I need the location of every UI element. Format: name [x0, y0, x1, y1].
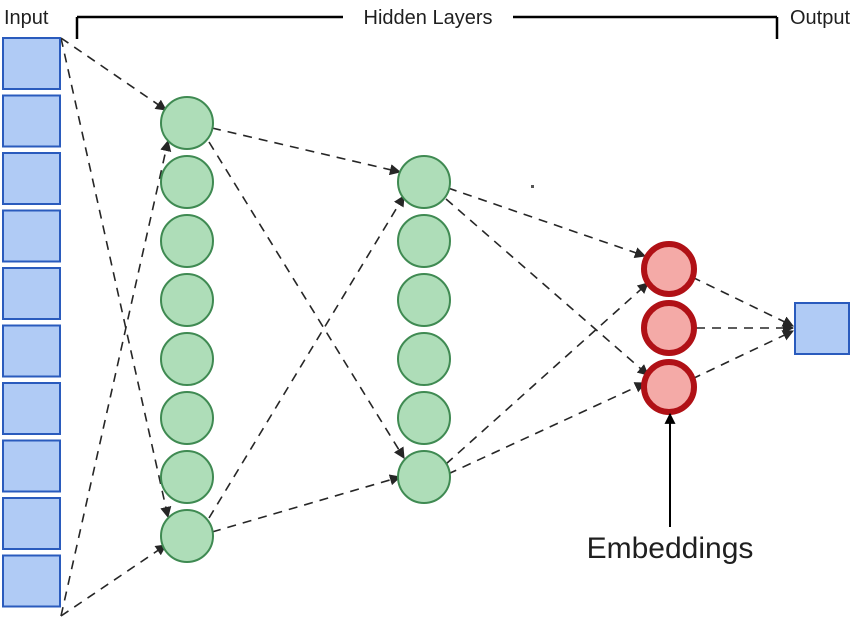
node-hidden-1-0 — [160, 96, 214, 150]
node-hidden-1-3 — [160, 273, 214, 327]
node-input-1 — [2, 94, 61, 148]
output-label: Output — [790, 7, 850, 29]
connection-edge — [211, 127, 402, 176]
node-input-0 — [2, 37, 61, 90]
node-input-9 — [2, 554, 61, 608]
connection-edge — [445, 198, 649, 376]
node-input-6 — [2, 382, 61, 435]
embeddings-label: Embeddings — [587, 532, 754, 565]
connection-edge — [447, 382, 647, 475]
connection-edge — [60, 37, 172, 519]
connection-edge — [447, 187, 647, 259]
node-hidden-1-7 — [160, 509, 214, 563]
node-hidden-2-4 — [397, 391, 451, 445]
node-input-4 — [2, 267, 61, 320]
node-input-7 — [2, 439, 61, 493]
node-embeddings-1 — [641, 300, 697, 356]
node-hidden-1-2 — [160, 214, 214, 268]
connection-edge — [691, 330, 795, 380]
node-hidden-2-3 — [397, 332, 451, 386]
node-input-5 — [2, 324, 61, 378]
hidden-layers-label: Hidden Layers — [364, 7, 493, 29]
connection-edge — [60, 544, 167, 617]
connection-edge — [208, 195, 405, 519]
node-hidden-1-6 — [160, 450, 214, 504]
header-labels: Input Hidden Layers Output — [4, 7, 850, 29]
node-input-2 — [2, 152, 61, 205]
diagram-artifacts — [531, 185, 534, 188]
connection-edge — [211, 474, 402, 533]
embeddings-callout: Embeddings — [587, 412, 754, 565]
node-hidden-2-0 — [397, 155, 451, 209]
hidden-layers-bracket — [75, 15, 779, 39]
connection-edge — [60, 37, 167, 111]
connection-edge — [691, 276, 795, 327]
input-label: Input — [4, 7, 49, 29]
connection-edge — [208, 141, 405, 459]
layer-nodes — [2, 37, 850, 608]
stray-dot — [531, 185, 534, 188]
node-hidden-2-2 — [397, 273, 451, 327]
node-hidden-1-5 — [160, 391, 214, 445]
connection-lines — [60, 37, 795, 617]
connection-edge — [60, 139, 172, 617]
node-hidden-1-1 — [160, 155, 214, 209]
node-hidden-1-4 — [160, 332, 214, 386]
node-embeddings-2 — [641, 359, 697, 415]
node-hidden-2-5 — [397, 450, 451, 504]
connection-edge — [445, 282, 649, 465]
node-input-8 — [2, 497, 61, 550]
node-input-3 — [2, 209, 61, 263]
node-embeddings-0 — [641, 241, 697, 297]
node-output-0 — [794, 302, 850, 355]
node-hidden-2-1 — [397, 214, 451, 268]
